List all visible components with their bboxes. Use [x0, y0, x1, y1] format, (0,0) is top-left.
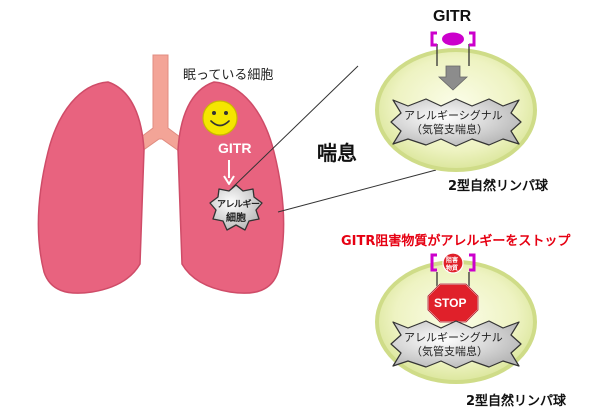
signal-arrow-icon: [437, 65, 469, 91]
stop-label: STOP: [434, 296, 467, 310]
gitr-receptor-icon: [430, 31, 476, 47]
allergy-signal-star-bottom: [390, 320, 522, 369]
bottom-signal-line1: アレルギーシグナル: [404, 331, 503, 344]
lungs-illustration: [37, 54, 285, 294]
asthma-label: 喘息: [317, 141, 357, 165]
top-cell-label: 2型自然リンパ球: [448, 179, 549, 194]
ilc2-cell-top: [375, 31, 537, 172]
sleeping-cell-label: 眠っている細胞: [183, 68, 274, 83]
down-arrow-icon: [223, 160, 235, 185]
allergy-cell-label-line1: アレルギー: [217, 200, 260, 210]
ilc2-cell-bottom: [375, 252, 537, 384]
top-signal-line2: （気管支喘息）: [411, 123, 488, 136]
allergy-cell-label-line2: 細胞: [226, 213, 246, 224]
blocker-label-line1: 阻害: [446, 257, 459, 264]
inhibitor-badge-icon: [442, 252, 464, 274]
smiley-face-icon: [202, 100, 238, 136]
allergy-cell-star: [209, 184, 263, 231]
blocked-gitr-receptor-icon: [430, 252, 476, 274]
connector-line-upper: [231, 65, 359, 189]
bottom-cell-label: 2型自然リンパ球: [466, 394, 567, 409]
left-lung: [37, 81, 145, 294]
gitr-lung-label: GITR: [218, 140, 252, 156]
allergy-signal-star-top: [390, 98, 522, 147]
bottom-signal-line2: （気管支喘息）: [411, 345, 488, 358]
inhibitor-caption: GITR阻害物質がアレルギーをストップ: [341, 234, 571, 249]
top-signal-line1: アレルギーシグナル: [404, 109, 503, 122]
right-lung: [177, 81, 285, 294]
top-receptor-label: GITR: [433, 8, 472, 25]
connector-line-lower: [277, 169, 437, 213]
blocker-label-line2: 物質: [446, 265, 459, 272]
